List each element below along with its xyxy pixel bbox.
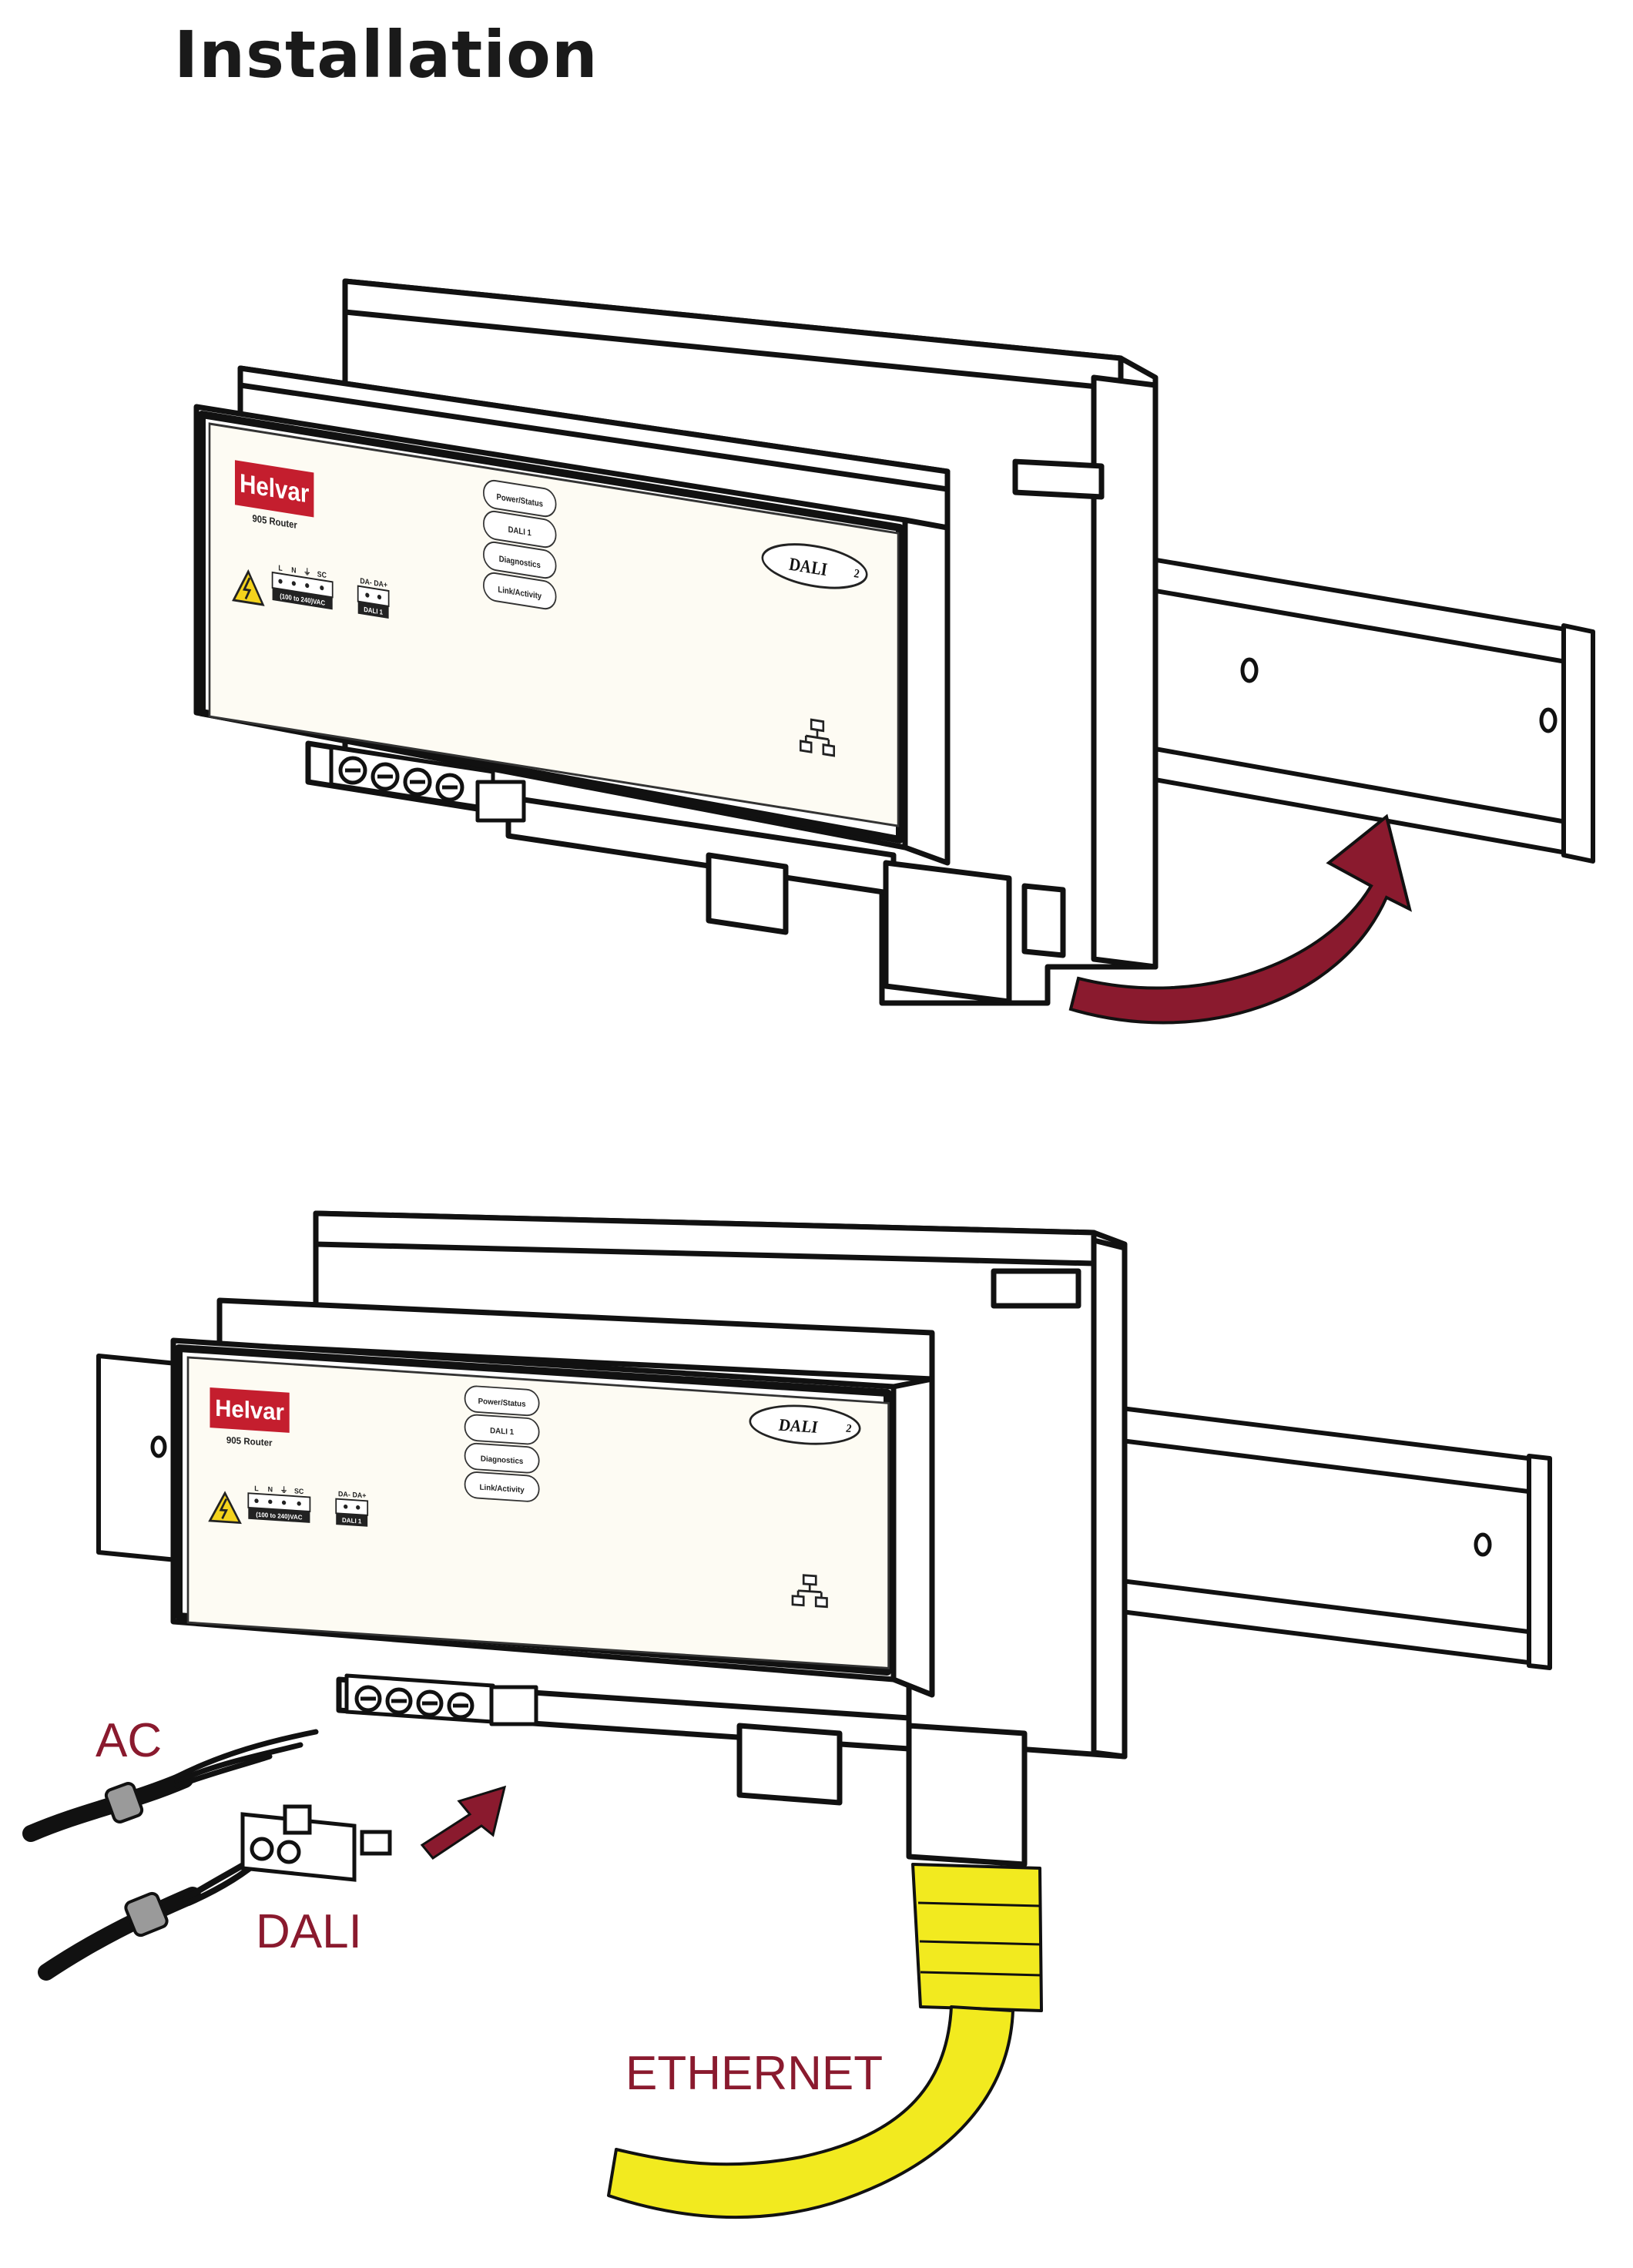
helvar-logo: Helvar [234, 460, 314, 518]
arrow-icon [420, 1785, 507, 1860]
warning-icon [232, 569, 265, 606]
network-icon [800, 718, 836, 757]
svg-text:⏚: ⏚ [303, 567, 311, 578]
svg-text:Helvar: Helvar [215, 1395, 284, 1426]
svg-text:⏚: ⏚ [280, 1485, 288, 1495]
dali-2-logo: DALI 2 [761, 543, 868, 589]
warning-icon [208, 1491, 242, 1525]
dali-terminal-labels: DA- DA+ DALI 1 [357, 576, 390, 619]
led-indicators: Power/Status DALI 1 Diagnostics Link/Act… [464, 1385, 540, 1502]
led-link-activity: Link/Activity [464, 1471, 540, 1502]
arrow-icon [1068, 814, 1412, 1025]
led-indicators: Power/Status DALI 1 Diagnostics Link/Act… [483, 479, 557, 610]
power-terminal-labels: L N ⏚ SC (100 to 240)VAC [247, 1485, 311, 1523]
svg-text:DA+: DA+ [374, 578, 387, 589]
svg-text:(100 to 240)VAC: (100 to 240)VAC [256, 1511, 302, 1521]
front-face-1: Helvar 905 Router Power/Status DALI 1 Di… [208, 422, 900, 827]
svg-text:SC: SC [317, 569, 327, 580]
svg-text:L: L [254, 1485, 259, 1493]
led-diagnostics: Diagnostics [483, 541, 557, 579]
svg-text:N: N [291, 565, 296, 575]
svg-text:2: 2 [853, 567, 860, 581]
led-dali-1: DALI 1 [483, 510, 557, 549]
ac-cable [22, 1729, 319, 1842]
led-link-activity: Link/Activity [483, 572, 557, 610]
svg-text:Link/Activity: Link/Activity [480, 1483, 525, 1495]
callout-ac: AC [96, 1714, 162, 1767]
network-icon [791, 1574, 828, 1609]
dali-terminal-labels: DA- DA+ DALI 1 [335, 1490, 369, 1527]
din-rail [1122, 552, 1595, 864]
svg-text:SC: SC [294, 1487, 304, 1495]
svg-text:DA-: DA- [338, 1490, 350, 1498]
callout-dali: DALI [256, 1905, 362, 1958]
ethernet-cable [607, 1863, 1043, 2219]
svg-text:2: 2 [845, 1422, 851, 1435]
dali-connector-plug [240, 1804, 392, 1882]
svg-text:DALI 1: DALI 1 [364, 605, 383, 616]
terminal-block [329, 745, 526, 823]
svg-text:DA+: DA+ [352, 1491, 366, 1499]
svg-text:Diagnostics: Diagnostics [481, 1454, 524, 1466]
led-power-status: Power/Status [464, 1385, 540, 1417]
svg-text:N: N [268, 1485, 273, 1494]
dali-cable [38, 1846, 273, 1981]
power-terminal-labels: L N ⏚ SC (100 to 240)VAC [271, 563, 334, 610]
svg-text:DA-: DA- [360, 576, 371, 587]
dali-2-logo: DALI 2 [749, 1404, 861, 1445]
callout-ethernet: ETHERNET [625, 2047, 883, 2100]
svg-text:DALI 1: DALI 1 [508, 525, 531, 538]
svg-text:DALI: DALI [778, 1415, 819, 1437]
led-power-status: Power/Status [483, 479, 557, 518]
page-title: Installation [174, 17, 599, 92]
svg-text:Power/Status: Power/Status [478, 1397, 526, 1409]
model-label: 905 Router [226, 1434, 273, 1448]
front-face-2: Helvar 905 Router Power/Status DALI 1 Di… [186, 1356, 890, 1669]
svg-text:DALI 1: DALI 1 [490, 1427, 514, 1437]
svg-text:L: L [278, 563, 283, 573]
helvar-logo: Helvar [210, 1387, 290, 1433]
terminal-block-mounted [344, 1673, 538, 1726]
led-dali-1: DALI 1 [464, 1414, 540, 1445]
svg-text:DALI 1: DALI 1 [342, 1517, 362, 1525]
led-diagnostics: Diagnostics [464, 1442, 540, 1474]
